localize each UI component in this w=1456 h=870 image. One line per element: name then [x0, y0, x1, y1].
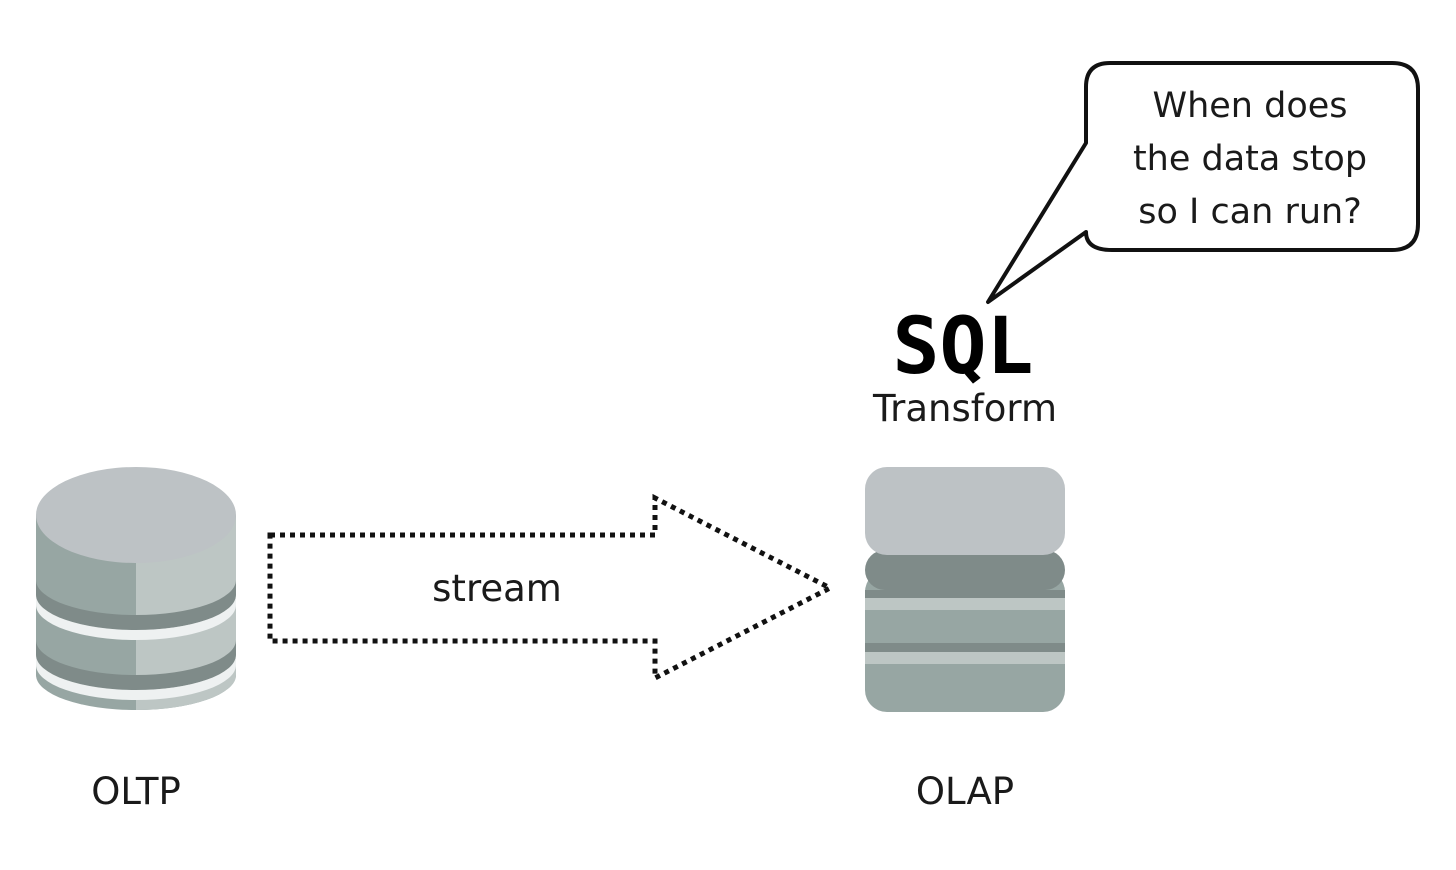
callout-line-2: the data stop — [1133, 139, 1367, 179]
olap-database-icon — [865, 467, 1065, 712]
oltp-label: OLTP — [91, 770, 181, 813]
oltp-database-icon — [36, 467, 236, 710]
stream-arrow — [267, 493, 836, 683]
callout-line-3: so I can run? — [1138, 192, 1362, 232]
stream-label: stream — [432, 567, 562, 610]
transform-label: Transform — [872, 387, 1057, 430]
sql-logo: SQL — [893, 302, 1034, 392]
callout-line-1: When does — [1152, 86, 1347, 126]
olap-label: OLAP — [916, 770, 1014, 813]
speech-bubble — [986, 61, 1420, 304]
